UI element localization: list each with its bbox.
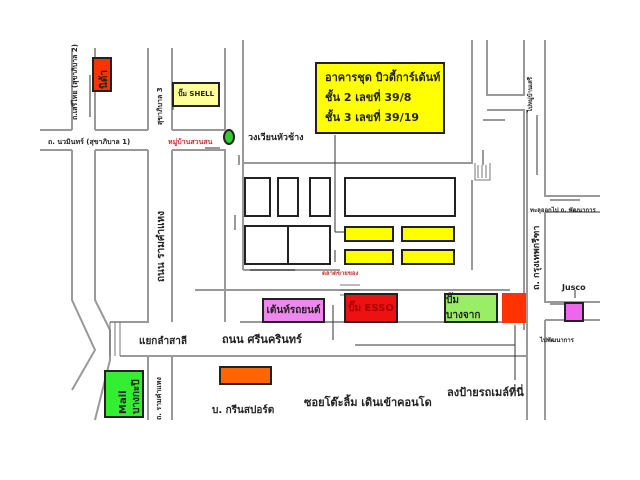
roundabout-marker xyxy=(223,129,235,145)
esso-box: ปั๊ม ESSO xyxy=(344,293,398,323)
nawamin-road-label: ถ. นวมินทร์ (สุขาภิบาล 1) xyxy=(48,138,131,146)
green-sport-label: บ. กรีนสปอร์ต xyxy=(212,405,275,416)
condo-name: อาคารชุด บิวดี้การ์เด้นท์ xyxy=(325,71,441,84)
to-pattanakarn-exit-label: ทะลุออกไป ถ. พัฒนาการ xyxy=(530,207,596,214)
suan-son-label: หมู่บ้านสวนสน xyxy=(168,138,213,146)
floor3-address: ชั้น 3 เลขที่ 39/19 xyxy=(325,111,420,124)
green-sport-box xyxy=(219,366,272,385)
mall-label: Mall บางกะปิ xyxy=(118,379,142,414)
condo-title-box: อาคารชุด บิวดี้การ์เด้นท์ ชั้น 2 เลขที่ … xyxy=(315,62,445,134)
market-label: ตลาดขายของ xyxy=(322,270,359,277)
building-blocks xyxy=(244,177,456,265)
bus-stop-box xyxy=(502,293,526,323)
jusco-label: Jusco xyxy=(562,283,586,292)
nida-label: นิด้า xyxy=(99,70,110,89)
bus-stop-label: ลงป้ายรถเมล์ที่นี่ xyxy=(447,386,524,399)
car-tent-box: เต้นท์รถยนต์ xyxy=(262,298,325,323)
shell-box: ปั๊ม SHELL xyxy=(172,82,220,107)
ramkhamhaeng-road-label: ถนน รามคำแหง xyxy=(156,210,167,282)
esso-label: ปั๊ม ESSO xyxy=(348,302,394,314)
car-tent-label: เต้นท์รถยนต์ xyxy=(266,305,321,316)
sukhaphiban3-label: สุขาภิบาล 3 xyxy=(156,87,164,125)
lam-sali-junction-label: แยกลำสาลี xyxy=(139,336,187,347)
to-pattanakarn-label: ไปพัฒนาการ xyxy=(540,337,574,344)
condo-blocks xyxy=(344,226,455,265)
bangchak-label: ปั๊ม บางจาก xyxy=(446,295,481,321)
seri-thai-road-label: ถ.เสรีไทย (สุขาภิบาล 2) xyxy=(71,44,79,120)
to-seri-label: ไปหมู่บ้านเสรี xyxy=(527,77,534,112)
soi-toh-lim-label: ซอยโต๊ะลิ้ม เดินเข้าคอนโด xyxy=(304,396,432,409)
bangchak-box: ปั๊ม บางจาก xyxy=(444,293,498,323)
krungthep-kreetha-label: ถ. กรุงเทพกรีฑา xyxy=(532,225,542,290)
nida-box: นิด้า xyxy=(92,57,112,92)
mall-box: Mall บางกะปิ xyxy=(104,370,144,418)
srinakarin-road-label: ถนน ศรีนครินทร์ xyxy=(222,333,302,346)
roundabout-label: วงเวียนหัวช้าง xyxy=(248,133,304,143)
jusco-box xyxy=(564,302,584,322)
floor2-address: ชั้น 2 เลขที่ 39/8 xyxy=(325,91,412,104)
ramkhamhaeng-lower-label: ถ. รามคำแหง xyxy=(155,377,163,420)
shell-label: ปั๊ม SHELL xyxy=(177,90,215,98)
